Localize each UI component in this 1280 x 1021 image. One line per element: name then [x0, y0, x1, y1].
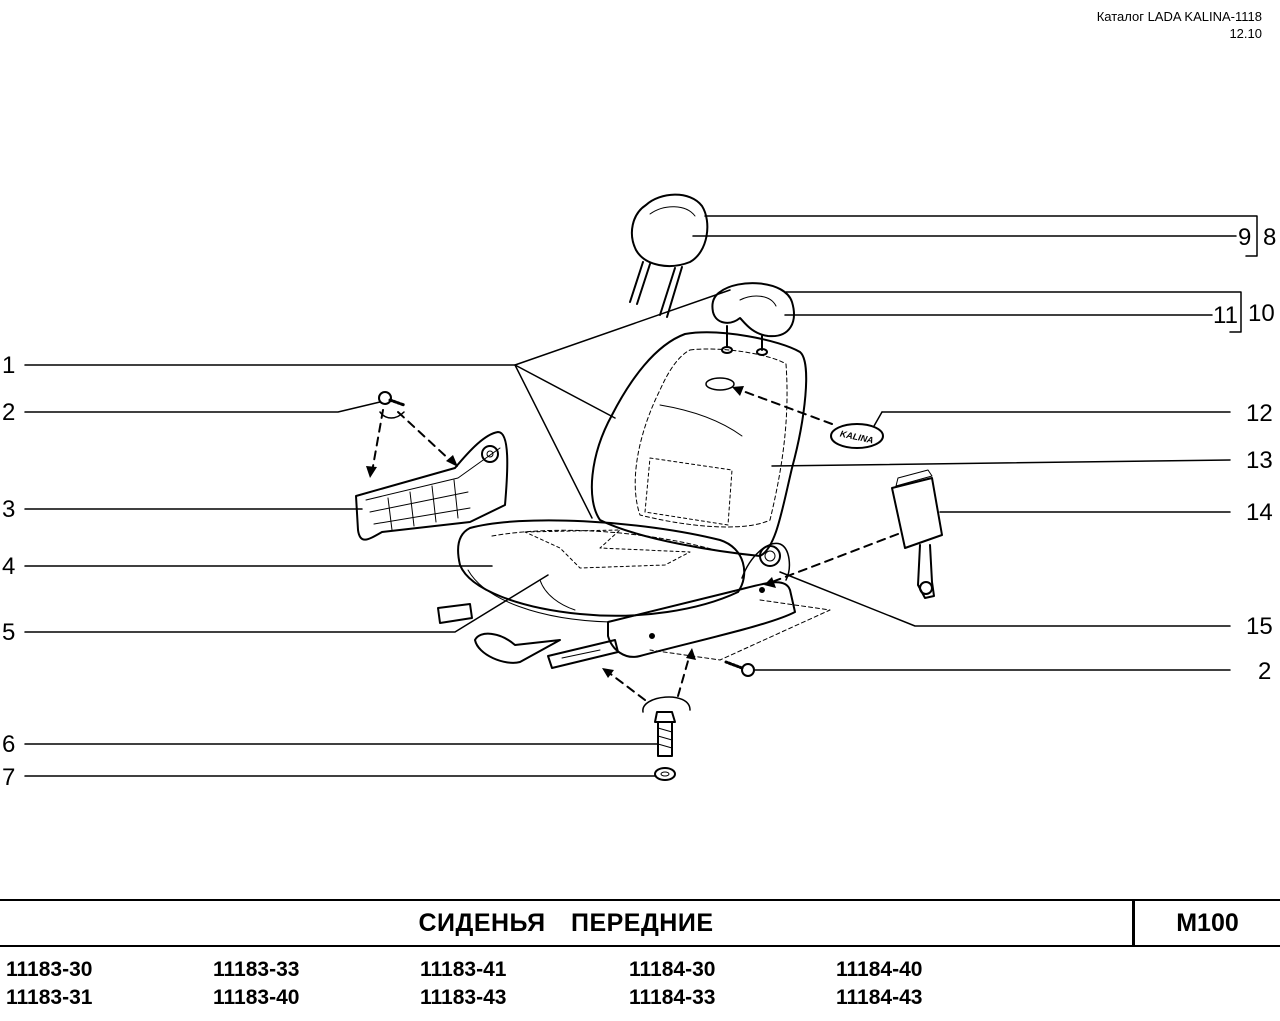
title-bar: СИДЕНЬЯ ПЕРЕДНИЕ M100 — [0, 899, 1280, 947]
bolt — [654, 711, 676, 757]
washer — [654, 767, 676, 781]
callout-11: 11 — [1213, 302, 1238, 329]
headrest-large — [629, 193, 709, 318]
callout-2: 2 — [2, 399, 15, 426]
callout-15: 15 — [1246, 613, 1273, 640]
callout-12: 12 — [1246, 400, 1273, 427]
callouts-right: 9 8 11 10 12 13 14 15 2 — [1213, 224, 1276, 685]
leader-lines — [24, 215, 1258, 777]
callout-1: 1 — [2, 352, 15, 379]
callouts-left: 1 2 3 4 5 6 7 — [2, 352, 15, 791]
callout-9: 9 — [1238, 224, 1251, 251]
model-code: 11183-30 — [6, 958, 93, 981]
model-code: 11183-31 — [6, 986, 93, 1009]
page-title: СИДЕНЬЯ ПЕРЕДНИЕ — [418, 909, 714, 937]
callout-14: 14 — [1246, 499, 1273, 526]
callout-10: 10 — [1248, 300, 1275, 327]
headrest-mounted — [711, 282, 795, 356]
callout-6: 6 — [2, 731, 15, 758]
catalog-header: Каталог LADA KALINA-1118 12.10 — [1097, 8, 1262, 42]
screw-right — [724, 660, 755, 677]
model-code: 11183-40 — [213, 986, 300, 1009]
section-code: M100 — [1176, 909, 1239, 937]
model-code: 11183-41 — [420, 958, 507, 981]
model-code: 11184-43 — [836, 986, 923, 1009]
arrow-heads — [366, 386, 776, 678]
side-shield — [355, 431, 509, 541]
callout-8: 8 — [1263, 224, 1276, 251]
callout-5: 5 — [2, 619, 15, 646]
kalina-badge — [830, 423, 884, 449]
model-code: 11184-33 — [629, 986, 716, 1009]
title-divider — [1132, 901, 1135, 945]
assembly-arrows — [371, 389, 899, 701]
model-code: 11184-40 — [836, 958, 923, 981]
seat-backrest — [590, 331, 808, 557]
seat-belt-buckle — [891, 469, 943, 599]
seat-rails — [437, 599, 831, 669]
callout-4: 4 — [2, 553, 15, 580]
screw-top — [378, 391, 406, 407]
model-code: 11184-30 — [629, 958, 716, 981]
callout-13: 13 — [1246, 447, 1273, 474]
catalog-version: 12.10 — [1229, 26, 1262, 41]
callout-2-right: 2 — [1258, 658, 1271, 685]
callout-7: 7 — [2, 764, 15, 791]
catalog-title: Каталог LADA KALINA-1118 — [1096, 9, 1262, 24]
side-trim — [607, 542, 796, 658]
seat-cushion — [457, 519, 746, 623]
callout-3: 3 — [2, 496, 15, 523]
model-code: 11183-33 — [213, 958, 300, 981]
model-code: 11183-43 — [420, 986, 507, 1009]
seat-exploded-diagram: KALINA 1 2 3 4 5 6 7 9 8 11 10 12 13 14 … — [2, 193, 1276, 791]
